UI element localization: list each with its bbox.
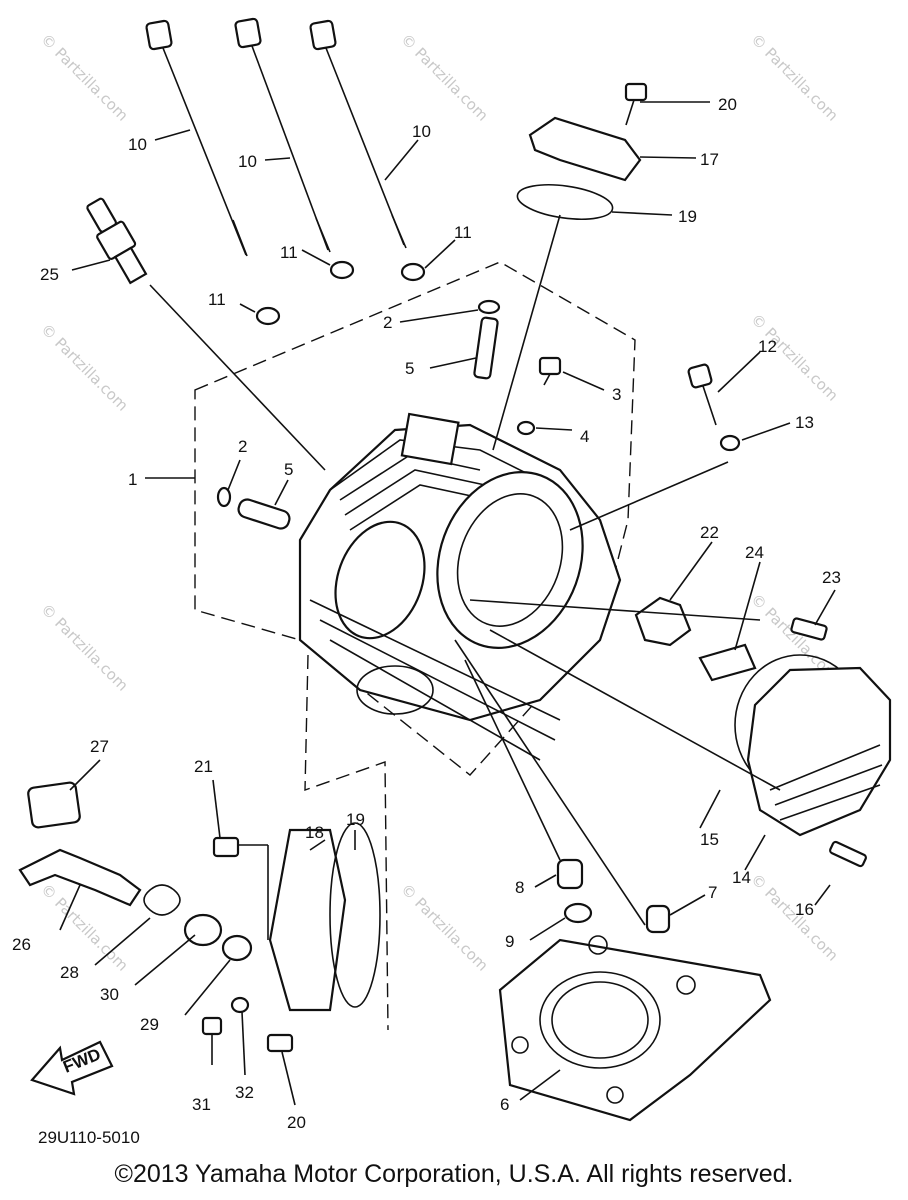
copyright-notice: ©2013 Yamaha Motor Corporation, U.S.A. A…: [114, 1160, 794, 1188]
bolt: [790, 617, 828, 641]
callout-32: 32: [235, 1083, 254, 1102]
callout-6: 6: [500, 1095, 509, 1114]
lever-shaft: [18, 848, 142, 907]
callout-11: 11: [208, 290, 226, 309]
callout-5: 5: [405, 359, 414, 378]
o-ring: [329, 822, 381, 1008]
callout-12: 12: [758, 337, 777, 356]
watermark-text: © Partzilla.com: [37, 30, 132, 125]
watermark-text: © Partzilla.com: [747, 310, 842, 405]
callout-11: 11: [280, 243, 298, 262]
valve-guide: [237, 498, 291, 530]
spring: [143, 884, 181, 916]
callout-30: 30: [100, 985, 119, 1004]
callout-27: 27: [90, 737, 109, 756]
callout-17: 17: [700, 150, 719, 169]
callout-2: 2: [238, 437, 247, 456]
callout-4: 4: [580, 427, 589, 446]
cylinder-head: [298, 412, 622, 761]
assembly-outline-lower: [304, 654, 389, 1031]
callout-29: 29: [140, 1015, 159, 1034]
washer: [719, 434, 741, 452]
washer-11: [329, 260, 355, 280]
callout-1: 1: [128, 470, 137, 489]
fwd-arrow-icon: FWD: [30, 1040, 114, 1096]
watermark-text: © Partzilla.com: [747, 30, 842, 125]
callout-14: 14: [732, 868, 751, 887]
circlip: [216, 486, 232, 508]
callout-19: 19: [346, 810, 365, 829]
watermark-text: © Partzilla.com: [37, 600, 132, 695]
watermark-text: © Partzilla.com: [37, 320, 132, 415]
callout-5: 5: [284, 460, 293, 479]
head-gasket: [498, 935, 772, 1122]
callout-22: 22: [700, 523, 719, 542]
callout-11: 11: [454, 223, 472, 242]
watermark-text: © Partzilla.com: [397, 30, 492, 125]
tappet-cover: [528, 116, 642, 182]
dowel-pin: [556, 858, 584, 890]
leader-lines: [59, 101, 836, 1106]
callout-2: 2: [383, 313, 392, 332]
callout-23: 23: [822, 568, 841, 587]
dowel-pin: [645, 904, 671, 934]
bolt: [538, 356, 562, 376]
callout-25: 25: [40, 265, 59, 284]
washer: [183, 913, 223, 947]
callout-20: 20: [287, 1113, 306, 1132]
side-cover-small: [268, 828, 347, 1012]
washer-11: [255, 306, 281, 326]
callout-10: 10: [412, 122, 431, 141]
cap: [27, 781, 81, 829]
callout-13: 13: [795, 413, 814, 432]
bolt: [687, 363, 713, 389]
callout-28: 28: [60, 963, 79, 982]
washer-11: [400, 262, 426, 282]
spark-plug: [86, 197, 148, 285]
bolt: [201, 1016, 223, 1036]
callout-16: 16: [795, 900, 814, 919]
callout-9: 9: [505, 932, 514, 951]
cylinder-head-studs: [145, 17, 407, 257]
gasket: [698, 643, 757, 682]
bolt: [829, 840, 867, 868]
side-cover: [734, 654, 892, 837]
watermark-text: © Partzilla.com: [397, 880, 492, 975]
tensioner: [634, 596, 692, 647]
callout-3: 3: [612, 385, 621, 404]
screw: [212, 836, 240, 858]
screw: [266, 1033, 294, 1053]
diagram-code: 29U110-5010: [38, 1128, 140, 1147]
callout-10: 10: [238, 152, 257, 171]
callout-10: 10: [128, 135, 147, 154]
callout-19: 19: [678, 207, 697, 226]
washer: [563, 902, 593, 924]
callout-7: 7: [708, 883, 717, 902]
callout-26: 26: [12, 935, 31, 954]
callout-8: 8: [515, 878, 524, 897]
callout-15: 15: [700, 830, 719, 849]
plug: [516, 420, 536, 436]
valve-guide: [473, 316, 499, 380]
callout-31: 31: [192, 1095, 211, 1114]
washer: [230, 996, 250, 1014]
callout-24: 24: [745, 543, 764, 562]
callout-20: 20: [718, 95, 737, 114]
circlip: [477, 299, 501, 315]
bolt: [624, 82, 648, 102]
oil-seal: [221, 934, 253, 962]
callout-21: 21: [194, 757, 213, 776]
callout-18: 18: [305, 823, 324, 842]
callout-labels: 10 10 10 11 11 11 25 2 5 3 4 20 17 19 12…: [12, 95, 841, 1147]
o-ring: [516, 184, 614, 220]
